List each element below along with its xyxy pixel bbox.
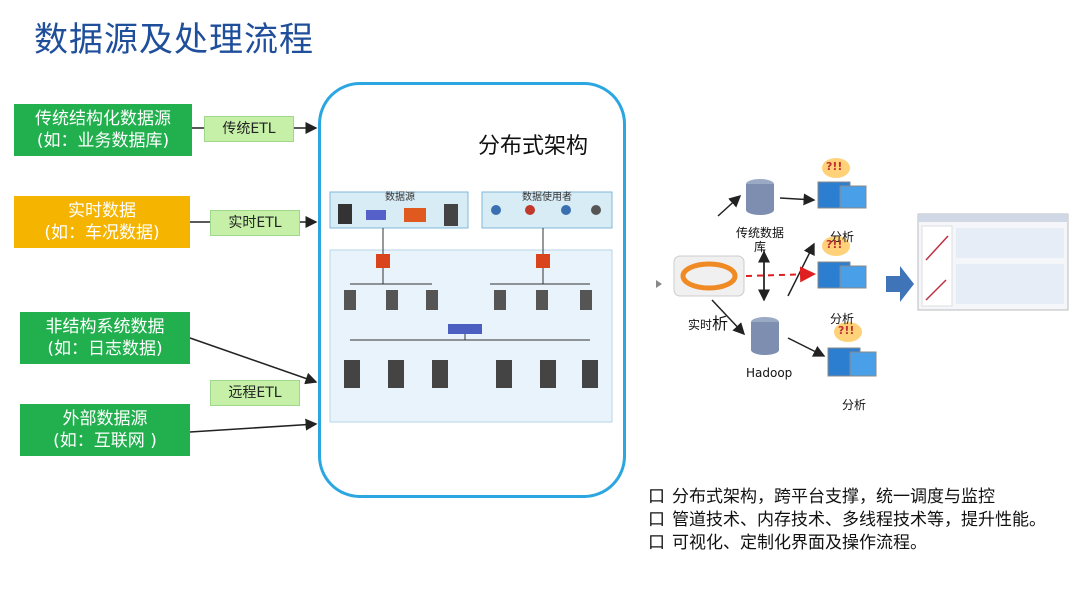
server-icon — [540, 360, 556, 388]
analysis-label-1: 分析 — [830, 230, 855, 244]
dashboard-chart-line — [925, 235, 949, 261]
bullet-box: 口 — [648, 533, 665, 553]
user-icon — [561, 205, 571, 215]
alert-badge-3: ?!! — [838, 324, 855, 337]
hadoop-label: Hadoop — [746, 366, 793, 380]
bullet-text: 管道技术、内存技术、多线程技术等，提升性能。 — [672, 510, 1046, 530]
analysis-label-2: 分析 — [830, 312, 855, 326]
traditional-db-label-line1: 传统数据 — [735, 226, 784, 240]
source-realtime-line2: (如：车况数据) — [44, 223, 160, 243]
server-icon — [344, 290, 356, 310]
bullet-text: 分布式架构，跨平台支撑，统一调度与监控 — [672, 487, 995, 507]
source-unstructured-line1: 非结构系统数据 — [45, 317, 165, 337]
bullet-box: 口 — [648, 510, 665, 530]
user-icon — [491, 205, 501, 215]
database-icon — [746, 179, 774, 215]
server-icon — [580, 290, 592, 310]
source-structured: 传统结构化数据源 (如：业务数据库) — [14, 104, 192, 156]
network-icon — [366, 210, 386, 220]
dashboard-thumbnail — [917, 213, 1069, 311]
arrow-db-to-analysis — [779, 193, 816, 206]
architecture-title: 分布式架构 — [478, 134, 589, 159]
device-icon — [338, 204, 352, 224]
source-realtime-line1: 实时数据 — [68, 201, 136, 221]
server-icon — [386, 290, 398, 310]
dashboard-table — [956, 228, 1064, 258]
server-icon — [344, 360, 360, 388]
realtime-label-suffix: 析 — [712, 314, 729, 333]
list-item: 口 可视化、定制化界面及操作流程。 — [648, 532, 1068, 555]
user-icon — [591, 205, 601, 215]
switch-icon — [448, 324, 482, 334]
server-icon — [494, 290, 506, 310]
server-icon — [388, 360, 404, 388]
firewall-icon — [376, 254, 390, 268]
result-arrow-icon — [886, 266, 914, 302]
etl-traditional: 传统ETL — [204, 116, 294, 142]
etl-remote: 远程ETL — [210, 380, 300, 406]
source-external: 外部数据源 (如：互联网 ) — [20, 404, 190, 456]
source-structured-line1: 传统结构化数据源 — [35, 109, 171, 129]
server-icon — [426, 290, 438, 310]
server-icon — [444, 204, 458, 226]
source-structured-line2: (如：业务数据库) — [36, 131, 170, 151]
entry-arrow-icon — [656, 280, 662, 288]
source-realtime: 实时数据 (如：车况数据) — [14, 196, 190, 248]
list-item: 口 管道技术、内存技术、多线程技术等，提升性能。 — [648, 509, 1068, 532]
arrow-to-traditional-db — [717, 194, 742, 217]
source-unstructured: 非结构系统数据 (如：日志数据) — [20, 312, 190, 364]
data-users-panel — [481, 191, 613, 229]
traditional-db-label: 传统数据 库 — [733, 226, 787, 254]
page-title: 数据源及处理流程 — [34, 20, 314, 60]
feature-list: 口 分布式架构，跨平台支撑，统一调度与监控 口 管道技术、内存技术、多线程技术等… — [648, 486, 1068, 555]
server-icon — [432, 360, 448, 388]
alert-badge-2: ?!! — [826, 238, 843, 251]
arrow-to-middle-analysis — [787, 242, 815, 297]
dashboard-table — [956, 264, 1064, 304]
arrow-hadoop-to-analysis — [787, 337, 826, 357]
server-icon — [536, 290, 548, 310]
arrow-external — [189, 418, 318, 433]
storage-icon — [404, 208, 426, 222]
cluster-panel — [329, 249, 613, 423]
etl-realtime: 实时ETL — [210, 210, 300, 236]
dashed-realtime-arrow — [745, 266, 816, 283]
data-source-panel-label: 数据源 — [385, 190, 415, 203]
user-icon — [525, 205, 535, 215]
source-external-line1: 外部数据源 — [62, 409, 148, 429]
bullet-text: 可视化、定制化界面及操作流程。 — [672, 533, 927, 553]
analysis-label-3: 分析 — [842, 398, 867, 412]
firewall-icon — [536, 254, 550, 268]
dashboard-header — [918, 214, 1068, 222]
hadoop-db-icon — [751, 317, 779, 355]
arrow-unstructured — [189, 337, 318, 385]
alert-badge-1: ?!! — [826, 160, 843, 173]
architecture-diagram: 数据源 数据使用者 — [329, 190, 613, 423]
server-icon — [496, 360, 512, 388]
source-unstructured-line2: (如：日志数据) — [47, 339, 163, 359]
realtime-ring — [680, 261, 738, 291]
dashboard-chart-line — [925, 279, 947, 301]
list-item: 口 分布式架构，跨平台支撑，统一调度与监控 — [648, 486, 1068, 509]
realtime-label-text: 实时 — [688, 318, 713, 332]
bullet-box: 口 — [648, 487, 665, 507]
data-users-panel-label: 数据使用者 — [522, 190, 572, 203]
dashboard-sidebar — [921, 225, 953, 307]
source-external-line2: (如：互联网 ) — [53, 431, 157, 451]
traditional-db-label-line2: 库 — [753, 240, 766, 254]
realtime-ring-icon — [673, 255, 745, 297]
server-icon — [582, 360, 598, 388]
realtime-label: 实时析 — [688, 310, 728, 334]
